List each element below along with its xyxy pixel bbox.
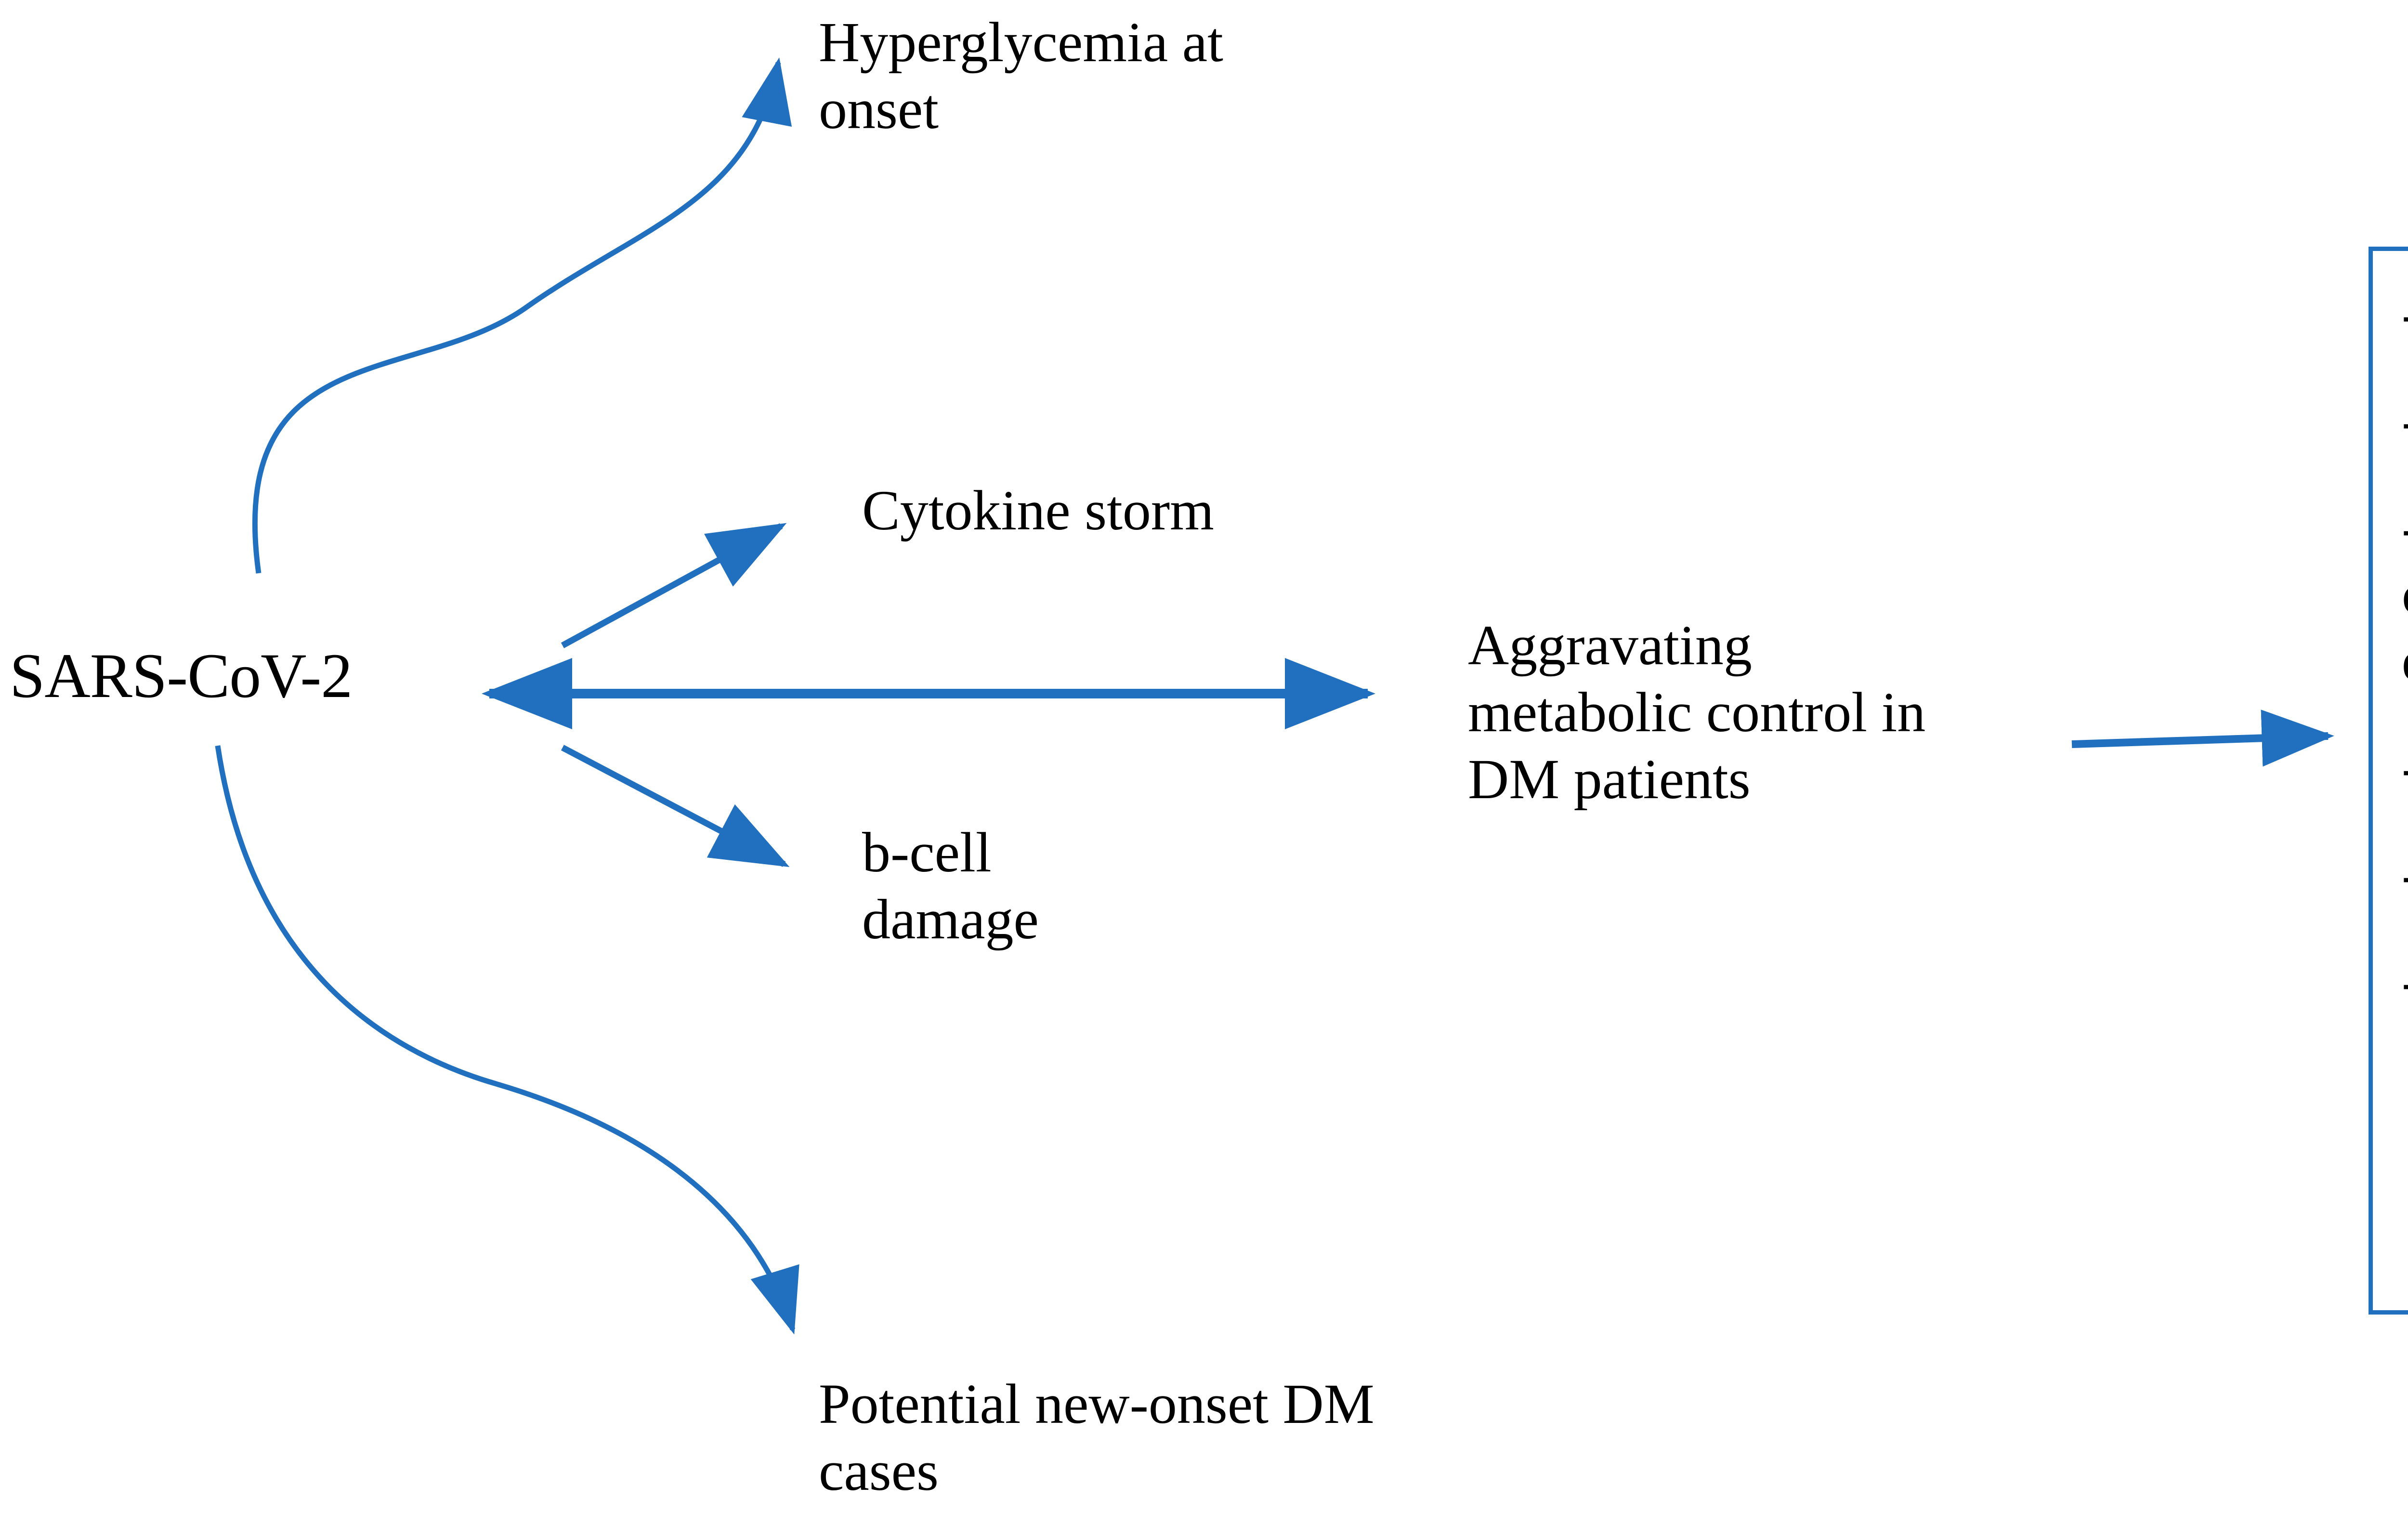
node-sars-cov-2: SARS-CoV-2 [10, 640, 353, 711]
node-aggravating-metabolic-control: Aggravating metabolic control in DM pati… [1468, 614, 1926, 811]
outcomes-list: - Inflammation - Obesity - Hypertension/… [2402, 281, 2408, 1015]
node-cytokine-storm: Cytokine storm [862, 479, 1214, 542]
list-item: - Coagulation [2402, 842, 2408, 908]
edge-aggravating-to-panel [2071, 710, 2334, 767]
edge-sars-to-hyperglycemia [252, 57, 792, 574]
outcomes-panel: - Inflammation - Obesity - Hypertension/… [2369, 247, 2408, 1315]
node-potential-new-onset-dm-cases: Potential new-onset DM cases [819, 1372, 1374, 1503]
list-item: - Inflammation [2402, 281, 2408, 347]
list-item: - Renal disease [2402, 735, 2408, 801]
edge-sars-to-bcell [561, 745, 790, 868]
node-b-cell-damage: b-cell damage [862, 821, 1039, 951]
list-item: - Hypertension/ cardiovascular disease [2402, 495, 2408, 694]
list-item: - Hyperglycemia [2402, 948, 2408, 1015]
edge-sars-to-new-onset-dm [215, 745, 799, 1335]
list-item: - Obesity [2402, 388, 2408, 454]
edge-sars-to-cytokine [561, 523, 787, 648]
node-hyperglycemia-at-onset: Hyperglycemia at onset [819, 11, 1223, 141]
